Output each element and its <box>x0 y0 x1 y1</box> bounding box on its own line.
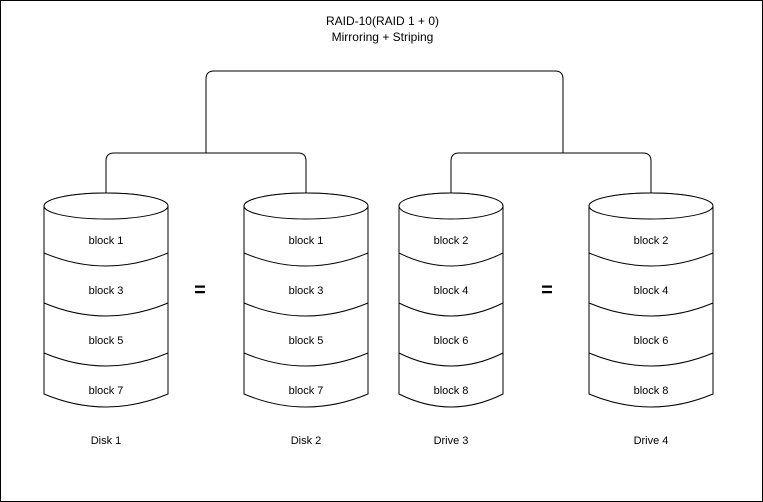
disk-name-label-drive-3: Drive 3 <box>433 435 469 447</box>
cylinder-body-disk-1 <box>43 192 169 408</box>
cylinder-drive-3 <box>398 192 504 408</box>
disk-cylinders <box>43 192 714 408</box>
cylinder-disk-1 <box>43 192 169 408</box>
top-connector-bracket <box>205 70 564 153</box>
block-divider-drive-3-0 <box>398 252 504 267</box>
cylinder-body-disk-2 <box>243 192 369 408</box>
block-label-drive-4-3: block 6 <box>633 335 669 347</box>
block-label-disk-1-3: block 5 <box>88 335 124 347</box>
block-label-disk-2-4: block 7 <box>288 385 324 397</box>
disk-name-label-disk-1: Disk 1 <box>90 435 122 447</box>
block-divider-disk-2-0 <box>243 252 369 267</box>
block-divider-disk-1-2 <box>43 352 169 367</box>
cylinder-body-drive-4 <box>588 192 714 408</box>
disk-name-label-drive-4: Drive 4 <box>633 435 669 447</box>
block-label-disk-2-2: block 3 <box>288 285 324 297</box>
title-line-1: RAID-10(RAID 1 + 0) <box>325 14 440 28</box>
cylinder-body-drive-3 <box>398 192 504 408</box>
block-divider-disk-1-1 <box>43 302 169 317</box>
block-divider-disk-2-2 <box>243 352 369 367</box>
block-label-disk-2-3: block 5 <box>288 335 324 347</box>
block-label-drive-3-1: block 2 <box>433 235 469 247</box>
block-divider-disk-1-0 <box>43 252 169 267</box>
block-label-drive-4-1: block 2 <box>633 235 669 247</box>
cylinder-top-drive-3 <box>398 192 504 220</box>
connector-tree <box>105 70 652 206</box>
title-line-2: Mirroring + Striping <box>331 30 434 44</box>
block-divider-drive-3-2 <box>398 352 504 367</box>
cylinder-top-disk-1 <box>43 192 169 220</box>
block-divider-drive-3-1 <box>398 302 504 317</box>
block-label-drive-4-4: block 8 <box>633 385 669 397</box>
block-label-disk-2-1: block 1 <box>288 235 324 247</box>
block-divider-drive-4-0 <box>588 252 714 267</box>
right-mirror-bracket <box>450 152 652 206</box>
block-label-disk-1-1: block 1 <box>88 235 124 247</box>
block-label-drive-4-2: block 4 <box>633 285 669 297</box>
block-label-disk-1-2: block 3 <box>88 285 124 297</box>
block-divider-disk-2-1 <box>243 302 369 317</box>
cylinder-disk-2 <box>243 192 369 408</box>
block-label-drive-3-2: block 4 <box>433 285 469 297</box>
diagram-title: RAID-10(RAID 1 + 0) Mirroring + Striping <box>1 13 762 45</box>
block-divider-drive-4-1 <box>588 302 714 317</box>
left-mirror-bracket <box>105 152 307 206</box>
mirror-equals-sign-1: = <box>194 279 206 302</box>
cylinder-top-drive-4 <box>588 192 714 220</box>
disk-name-label-disk-2: Disk 2 <box>290 435 322 447</box>
block-label-drive-3-3: block 6 <box>433 335 469 347</box>
block-label-drive-3-4: block 8 <box>433 385 469 397</box>
cylinder-drive-4 <box>588 192 714 408</box>
block-label-disk-1-4: block 7 <box>88 385 124 397</box>
mirror-equals-sign-2: = <box>541 279 553 302</box>
block-divider-drive-4-2 <box>588 352 714 367</box>
cylinder-top-disk-2 <box>243 192 369 220</box>
